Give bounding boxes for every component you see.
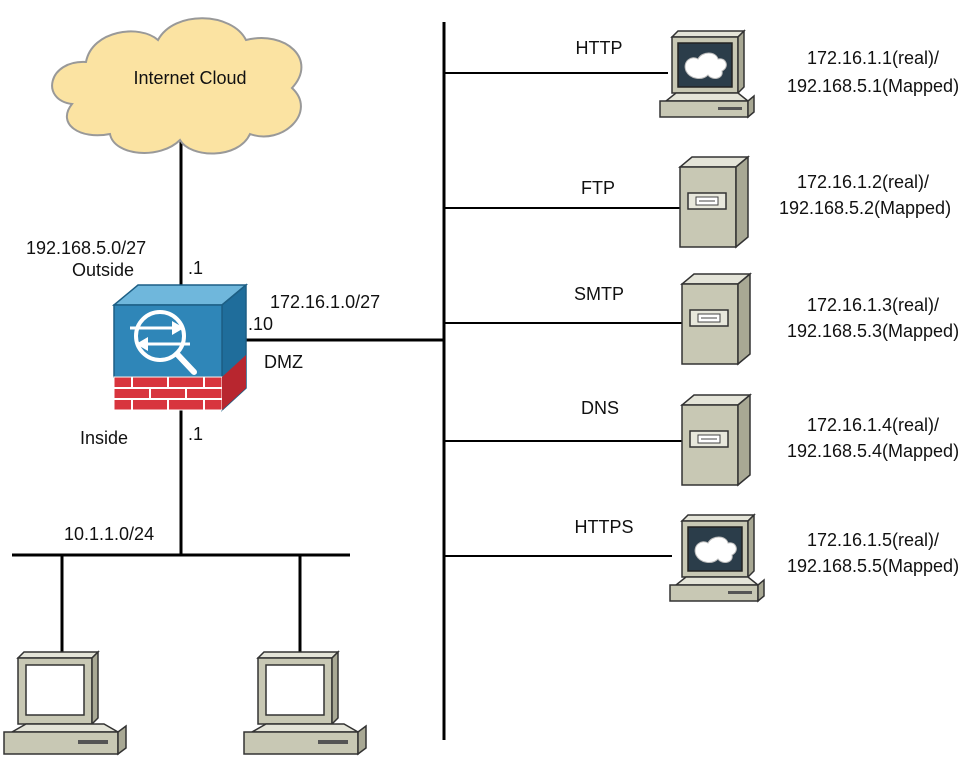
ftp-server-icon xyxy=(679,156,749,248)
outside-network-label: 192.168.5.0/27 xyxy=(26,238,146,258)
dmz-zone-label: DMZ xyxy=(264,352,303,372)
dmz-host-label: .10 xyxy=(248,314,273,334)
smtp-service-label: SMTP xyxy=(574,284,624,304)
ftp-service-label: FTP xyxy=(581,178,615,198)
ftp-real-address: 172.16.1.2(real)/ xyxy=(797,172,929,192)
dmz-network-label: 172.16.1.0/27 xyxy=(270,292,380,312)
inside-network-label: 10.1.1.0/24 xyxy=(64,524,154,544)
http-mapped-address: 192.168.5.1(Mapped) xyxy=(787,76,959,96)
https-mapped-address: 192.168.5.5(Mapped) xyxy=(787,556,959,576)
outside-zone-label: Outside xyxy=(72,260,134,280)
network-links xyxy=(12,22,446,740)
outside-host-label: .1 xyxy=(188,258,203,278)
inside-zone-label: Inside xyxy=(80,428,128,448)
server-links xyxy=(444,72,682,557)
dns-server-icon xyxy=(681,394,751,486)
ftp-mapped-address: 192.168.5.2(Mapped) xyxy=(779,198,951,218)
http-service-label: HTTP xyxy=(576,38,623,58)
http-server-icon xyxy=(659,30,755,118)
http-real-address: 172.16.1.1(real)/ xyxy=(807,48,939,68)
cloud-icon: Internet Cloud xyxy=(51,17,303,155)
dns-service-label: DNS xyxy=(581,398,619,418)
inside-host-label: .1 xyxy=(188,424,203,444)
https-service-label: HTTPS xyxy=(574,517,633,537)
smtp-real-address: 172.16.1.3(real)/ xyxy=(807,295,939,315)
firewall-icon xyxy=(111,283,249,412)
inside-pc-2-icon xyxy=(243,651,367,755)
cloud-label: Internet Cloud xyxy=(133,68,246,88)
https-server-icon xyxy=(669,514,765,602)
inside-pc-1-icon xyxy=(3,651,127,755)
https-real-address: 172.16.1.5(real)/ xyxy=(807,530,939,550)
smtp-mapped-address: 192.168.5.3(Mapped) xyxy=(787,321,959,341)
dns-mapped-address: 192.168.5.4(Mapped) xyxy=(787,441,959,461)
dns-real-address: 172.16.1.4(real)/ xyxy=(807,415,939,435)
smtp-server-icon xyxy=(681,273,751,365)
